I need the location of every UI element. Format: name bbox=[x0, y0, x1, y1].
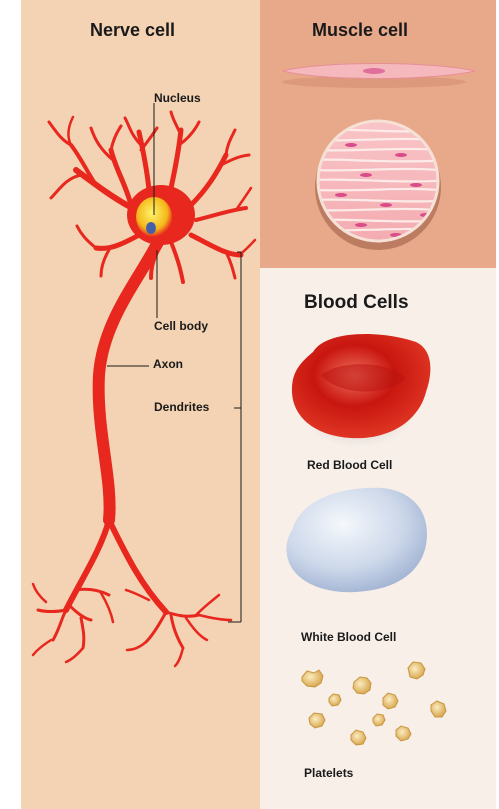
nucleolus-dot bbox=[146, 222, 156, 234]
muscle-cell-title: Muscle cell bbox=[312, 20, 408, 41]
red-blood-cell bbox=[292, 334, 430, 448]
dendrites-label: Dendrites bbox=[154, 400, 209, 414]
cell-artwork bbox=[21, 0, 496, 809]
white-blood-cell-label: White Blood Cell bbox=[301, 630, 396, 644]
white-blood-cell bbox=[286, 488, 426, 592]
cell-types-illustration: Nerve cell Muscle cell Blood Cells Nucle… bbox=[21, 0, 496, 809]
platelets-label: Platelets bbox=[304, 766, 353, 780]
nerve-cell-title: Nerve cell bbox=[90, 20, 175, 41]
platelets-group bbox=[302, 662, 446, 745]
axon-label: Axon bbox=[153, 357, 183, 371]
nucleus-label: Nucleus bbox=[154, 91, 201, 105]
muscle-illustration bbox=[282, 64, 475, 256]
cell-body-label: Cell body bbox=[154, 319, 208, 333]
blood-cells-title: Blood Cells bbox=[304, 292, 409, 314]
red-blood-cell-label: Red Blood Cell bbox=[307, 458, 392, 472]
